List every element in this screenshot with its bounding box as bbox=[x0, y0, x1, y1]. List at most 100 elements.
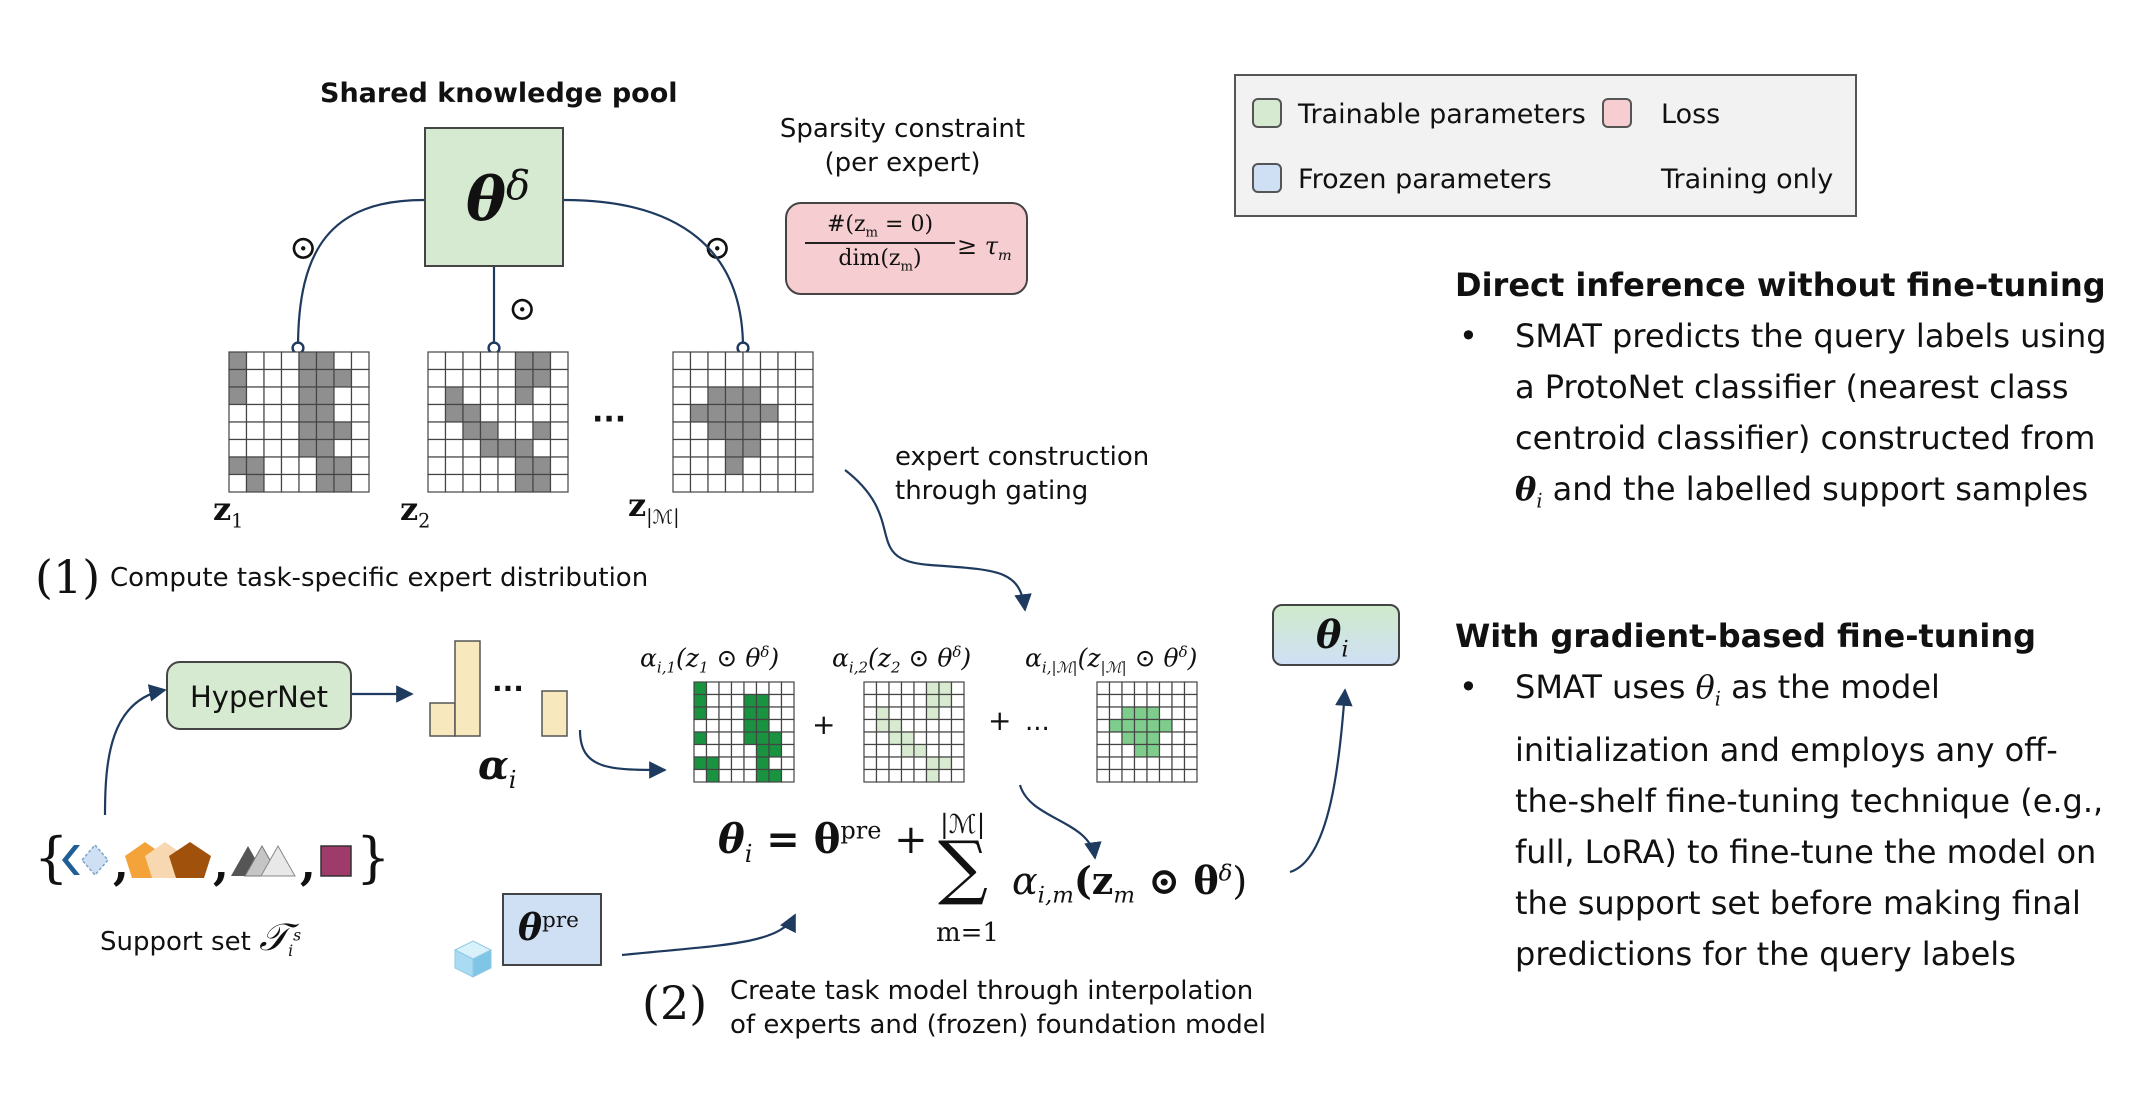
grid-cell bbox=[780, 706, 795, 721]
grid-cell bbox=[950, 693, 965, 708]
grid-cell bbox=[427, 368, 447, 388]
grid-cell bbox=[794, 403, 814, 423]
grid-cell bbox=[925, 768, 940, 783]
grid-cell bbox=[280, 438, 300, 458]
support-comma-1: , bbox=[113, 836, 130, 890]
grid-cell bbox=[298, 403, 318, 423]
legend-trainable-label: Trainable parameters bbox=[1298, 99, 1586, 130]
grid-cell bbox=[863, 768, 878, 783]
grid-zM bbox=[672, 351, 814, 493]
grid-cell bbox=[514, 421, 534, 441]
support-icon-triangle-3 bbox=[260, 844, 296, 877]
bullet-direct-inference: SMAT predicts the query labels using a P… bbox=[1455, 311, 2115, 526]
grid-cell bbox=[333, 386, 353, 406]
grid-cell bbox=[1171, 693, 1186, 708]
grid-cell bbox=[462, 386, 482, 406]
theta-i-box: θi bbox=[1272, 604, 1400, 666]
grid-cell bbox=[705, 693, 720, 708]
grid-cell bbox=[315, 438, 335, 458]
grid-cell bbox=[1158, 768, 1173, 783]
grid-cell bbox=[315, 421, 335, 441]
grid-cell bbox=[1108, 743, 1123, 758]
grid-cell bbox=[245, 403, 265, 423]
grid-cell bbox=[777, 403, 797, 423]
grid-cell bbox=[427, 473, 447, 493]
grid-cell bbox=[705, 743, 720, 758]
grid-cell bbox=[1096, 693, 1111, 708]
grid-cell bbox=[777, 351, 797, 371]
grid-cell bbox=[444, 368, 464, 388]
grid-cell bbox=[950, 706, 965, 721]
grid-cell bbox=[1121, 768, 1136, 783]
grid-cell bbox=[245, 386, 265, 406]
grid-cell bbox=[245, 473, 265, 493]
grid-cell bbox=[768, 743, 783, 758]
grid-cell bbox=[1158, 681, 1173, 696]
grid-cell bbox=[1133, 706, 1148, 721]
expert-construction-text: expert construction through gating bbox=[895, 442, 1150, 506]
grid-cell bbox=[707, 386, 727, 406]
grid-cell bbox=[875, 756, 890, 771]
support-close-brace: } bbox=[356, 826, 391, 889]
grid-cell bbox=[707, 403, 727, 423]
grid-cell bbox=[672, 438, 692, 458]
grid-cell bbox=[724, 351, 744, 371]
grid-cell bbox=[1158, 718, 1173, 733]
grid-cell bbox=[743, 768, 758, 783]
grid-cell bbox=[755, 768, 770, 783]
grid-cell bbox=[689, 351, 709, 371]
grid-cell bbox=[913, 693, 928, 708]
grid-cell bbox=[863, 743, 878, 758]
grid-cell bbox=[705, 718, 720, 733]
grid-cell bbox=[479, 403, 499, 423]
grid-cell bbox=[888, 731, 903, 746]
grid-cell bbox=[913, 706, 928, 721]
grid-cell bbox=[228, 403, 248, 423]
legend-box bbox=[1234, 74, 1857, 217]
grid-cell bbox=[730, 756, 745, 771]
grid-cell bbox=[900, 768, 915, 783]
grid-cell bbox=[724, 403, 744, 423]
grid-cell bbox=[532, 456, 552, 476]
grid-cell bbox=[875, 743, 890, 758]
grid-cell bbox=[730, 731, 745, 746]
grid-cell bbox=[888, 768, 903, 783]
grid-cell bbox=[724, 386, 744, 406]
grid-cell bbox=[938, 743, 953, 758]
grid-cell bbox=[863, 731, 878, 746]
grid-cell bbox=[333, 368, 353, 388]
grid-cell bbox=[689, 456, 709, 476]
plus-1: + bbox=[812, 708, 836, 741]
grid-cell bbox=[777, 368, 797, 388]
grid-cell bbox=[938, 693, 953, 708]
grid-cell bbox=[743, 706, 758, 721]
grid-cell bbox=[1108, 731, 1123, 746]
sparsity-loss-box: #(zm = 0) dim(zm) ≥ τm bbox=[785, 202, 1028, 295]
grid-cell bbox=[724, 456, 744, 476]
grid-cell bbox=[888, 706, 903, 721]
grid-cell bbox=[532, 351, 552, 371]
alpha-bar-2 bbox=[454, 640, 481, 737]
grid-cell bbox=[888, 718, 903, 733]
expert-grid-2 bbox=[863, 681, 965, 783]
grid-cell bbox=[707, 438, 727, 458]
grid-cell bbox=[263, 368, 283, 388]
grid-cell bbox=[742, 403, 762, 423]
grid-cell bbox=[549, 403, 569, 423]
grid-cell bbox=[1108, 718, 1123, 733]
support-set-label: Support set 𝒯is bbox=[100, 915, 302, 961]
step1-number: (1) bbox=[35, 550, 101, 604]
grid-cell bbox=[705, 768, 720, 783]
grid-cell bbox=[730, 706, 745, 721]
grid-cell bbox=[888, 693, 903, 708]
grid-cell bbox=[888, 743, 903, 758]
grid-cell bbox=[1183, 693, 1198, 708]
support-comma-2: , bbox=[213, 836, 230, 890]
grid-cell bbox=[875, 693, 890, 708]
heading-gradient-finetuning: With gradient-based fine-tuning bbox=[1455, 617, 2036, 656]
grid-cell bbox=[938, 756, 953, 771]
grid-cell bbox=[913, 743, 928, 758]
grid-cell bbox=[1108, 768, 1123, 783]
grid-cell bbox=[730, 681, 745, 696]
grid-cell bbox=[913, 731, 928, 746]
